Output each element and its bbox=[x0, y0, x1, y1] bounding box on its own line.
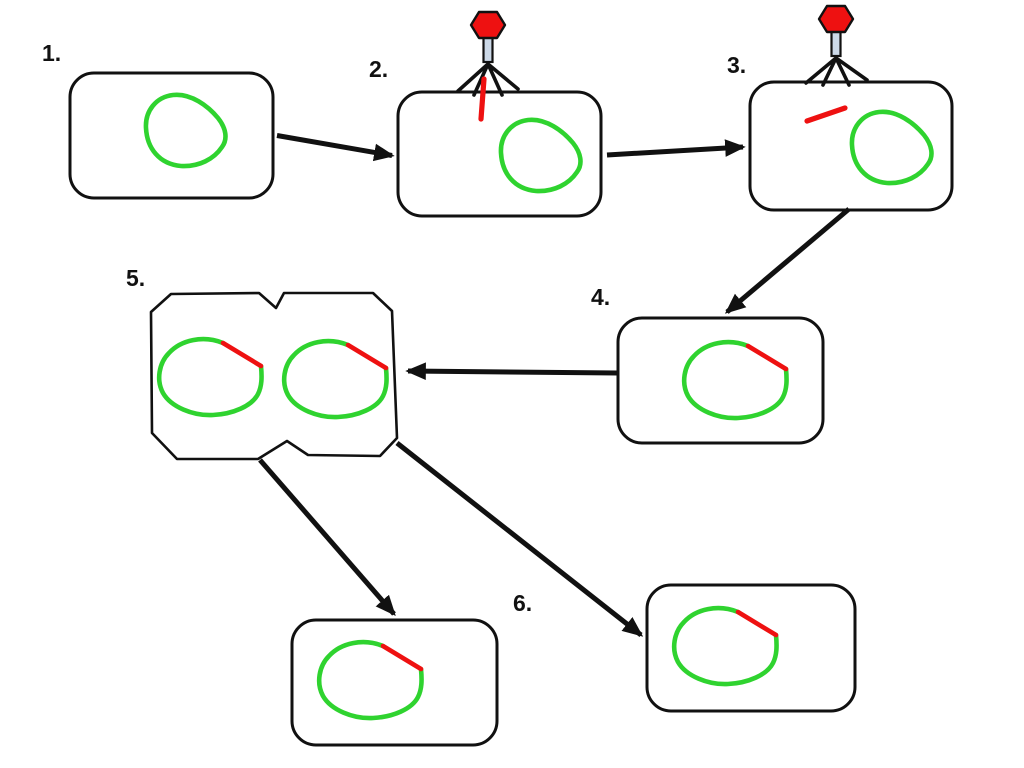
bacterial-chromosome-2 bbox=[498, 117, 583, 194]
phage-tail-icon bbox=[482, 34, 494, 64]
step-4-label: 4. bbox=[591, 284, 610, 310]
step-3-group: 3. bbox=[727, 4, 954, 212]
phage-head-icon bbox=[817, 4, 855, 34]
chromosome-with-prophage bbox=[316, 639, 424, 721]
chromosome-with-prophage bbox=[671, 605, 779, 687]
phage-icon bbox=[456, 10, 520, 97]
injected-phage-dna bbox=[478, 76, 487, 122]
step-1-group: 1. bbox=[42, 40, 275, 200]
chromosome-with-prophage bbox=[156, 336, 264, 418]
step-5-group: 5. bbox=[126, 265, 399, 461]
bacterial-chromosome-6b bbox=[671, 605, 779, 687]
bacterial-chromosome-5b bbox=[281, 338, 389, 420]
bacterial-chromosome-6a bbox=[316, 639, 424, 721]
step-5-label: 5. bbox=[126, 265, 145, 291]
bacterial-chromosome-3 bbox=[849, 109, 934, 186]
phage-tail-icon bbox=[830, 28, 842, 58]
chromosome-with-prophage bbox=[281, 338, 389, 420]
phage-icon bbox=[804, 4, 869, 87]
chromosome-with-prophage bbox=[681, 339, 789, 421]
phage-dna-fragment bbox=[804, 105, 848, 124]
arrow-step5-to-cell6a bbox=[258, 458, 396, 617]
arrow-step4-to-step5 bbox=[405, 362, 618, 380]
bacterial-chromosome-1 bbox=[143, 92, 228, 169]
phage-tail-fibers-icon bbox=[804, 56, 869, 87]
step-3-label: 3. bbox=[727, 52, 746, 78]
prophage-segment bbox=[735, 609, 779, 638]
bacterial-chromosome-5a bbox=[156, 336, 264, 418]
dividing-bacterium-cell-5 bbox=[149, 291, 399, 461]
step-2-label: 2. bbox=[369, 56, 388, 82]
prophage-segment bbox=[345, 342, 389, 371]
bacterial-chromosome-4 bbox=[681, 339, 789, 421]
arrow-step5-to-cell6b bbox=[395, 441, 644, 637]
prophage-segment bbox=[220, 340, 264, 369]
prophage-segment bbox=[745, 343, 789, 372]
step-4-group: 4. bbox=[591, 284, 825, 445]
bacterium-cell-1 bbox=[68, 71, 275, 200]
arrow-step2-to-step3 bbox=[606, 139, 746, 158]
arrow-step3-to-step4 bbox=[724, 207, 851, 314]
step-6-label: 6. bbox=[513, 590, 532, 616]
bacterium-cell-4 bbox=[616, 316, 825, 445]
prophage-segment bbox=[380, 643, 424, 672]
step-6-group: 6. bbox=[290, 583, 857, 747]
arrow-step1-to-step2 bbox=[276, 133, 395, 162]
phage-head-icon bbox=[469, 10, 507, 40]
phage-tail-fibers-icon bbox=[456, 62, 520, 97]
step-2-group: 2. bbox=[369, 10, 603, 218]
daughter-cell-6b bbox=[645, 583, 857, 713]
daughter-cell-6a bbox=[290, 618, 499, 747]
step-1-label: 1. bbox=[42, 40, 61, 66]
